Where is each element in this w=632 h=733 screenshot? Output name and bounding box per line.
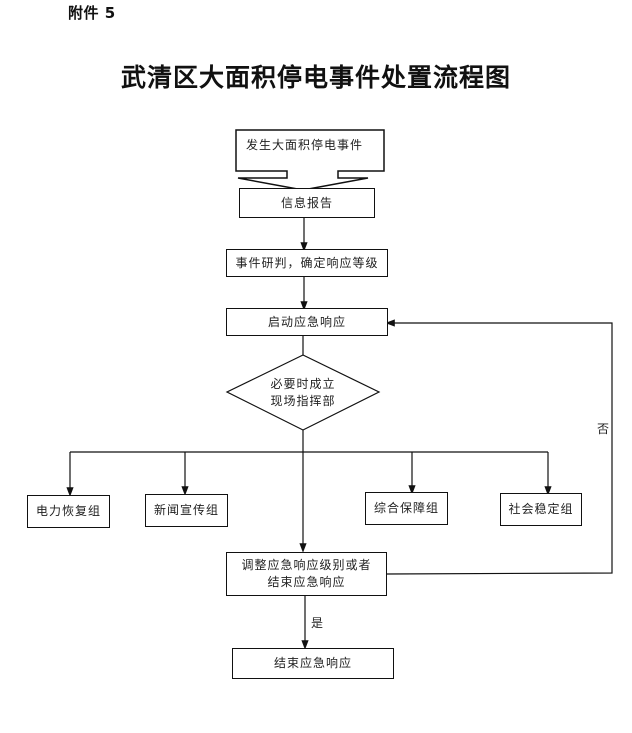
node-assess: 事件研判，确定响应等级 (226, 249, 388, 277)
node-group-stability: 社会稳定组 (500, 493, 582, 526)
decision-line-1: 必要时成立 (270, 377, 336, 391)
node-group-support: 综合保障组 (365, 492, 448, 525)
node-start: 发生大面积停电事件 (246, 137, 364, 152)
page-title: 武清区大面积停电事件处置流程图 (120, 63, 511, 92)
node-activate: 启动应急响应 (226, 308, 388, 336)
connector-feedback-no (385, 319, 613, 575)
node-group-power: 电力恢复组 (27, 495, 110, 528)
block-arrow (235, 129, 385, 191)
decision-line-2: 现场指挥部 (270, 394, 336, 408)
attachment-label: 附件 5 (68, 4, 116, 22)
node-end: 结束应急响应 (232, 648, 394, 679)
node-adjust: 调整应急响应级别或者 结束应急响应 (226, 552, 387, 596)
edge-label-yes: 是 (311, 616, 324, 630)
node-decision-text: 必要时成立 现场指挥部 (250, 376, 356, 410)
node-report: 信息报告 (239, 188, 375, 218)
adjust-line-1: 调整应急响应级别或者 (241, 558, 372, 572)
node-group-news: 新闻宣传组 (145, 494, 228, 527)
edge-label-no: 否 (597, 422, 610, 436)
adjust-line-2: 结束应急响应 (267, 575, 346, 589)
